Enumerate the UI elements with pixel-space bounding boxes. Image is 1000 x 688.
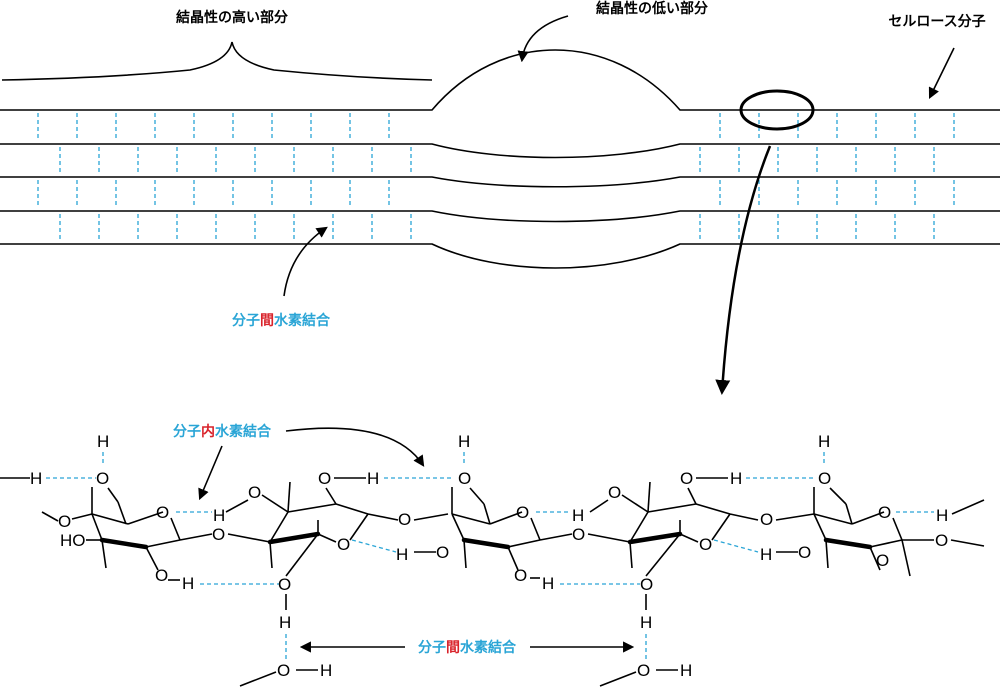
atom-ho-1: HO bbox=[60, 531, 86, 550]
arrow-cellulose-molecule bbox=[928, 47, 955, 100]
atom-h-intra-3: H bbox=[572, 506, 584, 525]
strand-1 bbox=[0, 49, 1000, 111]
atom-o3-5: O bbox=[798, 543, 811, 562]
cellulose-strands bbox=[0, 49, 1000, 269]
label-cellulose-molecule: セルロース分子 bbox=[888, 14, 985, 30]
atom-o-methoxy-5: O bbox=[935, 531, 948, 550]
atom-h-top-5: H bbox=[818, 432, 830, 451]
strand-4 bbox=[0, 210, 1000, 223]
strand-5 bbox=[0, 243, 1000, 269]
atom-o-glyco-4: O bbox=[760, 510, 773, 529]
strand-3 bbox=[0, 176, 1000, 188]
atom-h2-4: H bbox=[730, 469, 742, 488]
arrow-intra-hbond-right bbox=[285, 427, 425, 467]
atom-o3-3: O bbox=[436, 543, 449, 562]
atom-o-ring-1: O bbox=[156, 503, 169, 522]
atom-o3-2: O bbox=[248, 483, 261, 502]
upper-hydrogen-bonds bbox=[37, 113, 955, 241]
atom-o-glyco-3: O bbox=[572, 525, 585, 544]
atom-o-glyco-1: O bbox=[212, 525, 225, 544]
atom-h-intra-5: H bbox=[936, 506, 948, 525]
atom-o2-3: O bbox=[514, 566, 527, 585]
label-intra-hbond: 分子内水素結合 bbox=[173, 423, 272, 440]
atom-h6-4: H bbox=[640, 613, 652, 632]
atom-o-ring-3: O bbox=[516, 503, 529, 522]
arrow-intra-hbond-down bbox=[198, 445, 223, 501]
atom-h-left-end: H bbox=[30, 469, 42, 488]
atom-o6-2: O bbox=[278, 575, 291, 594]
label-high-crystallinity: 結晶性の高い部分 bbox=[176, 9, 288, 26]
atom-o2-4: O bbox=[680, 469, 693, 488]
atom-h3-1: H bbox=[182, 574, 194, 593]
atom-o2-5: O bbox=[876, 551, 889, 570]
atom-h-intra-1: H bbox=[213, 506, 225, 525]
atom-h2-3: H bbox=[542, 574, 554, 593]
label-inter-hbond-lower: 分子間水素結合 bbox=[418, 639, 517, 656]
atom-o3-1: O bbox=[155, 566, 168, 585]
atom-o2-2: O bbox=[318, 469, 331, 488]
highlight-ellipse bbox=[739, 89, 815, 131]
zoom-arrow bbox=[715, 145, 772, 395]
strand-2 bbox=[0, 143, 1000, 159]
atom-h-water-left: H bbox=[320, 661, 332, 680]
crystalline-region-brace bbox=[1, 41, 433, 81]
label-low-crystallinity: 結晶性の低い部分 bbox=[596, 0, 708, 17]
atom-h-top-3: H bbox=[458, 432, 470, 451]
cellulose-chemical-structure: 分子内水素結合 分子間水素結合 H H O O HO O bbox=[0, 423, 985, 687]
atom-o6-3: O bbox=[458, 469, 471, 488]
arrow-inter-hbond-upper bbox=[283, 226, 328, 297]
atom-h6-2: H bbox=[279, 613, 291, 632]
atom-o6-1: O bbox=[96, 469, 109, 488]
atom-o6-5: O bbox=[818, 469, 831, 488]
atom-o-water-right: O bbox=[637, 661, 650, 680]
atom-h-top-1: H bbox=[97, 432, 109, 451]
atom-o-ring-5: O bbox=[878, 503, 891, 522]
arrow-low-crystallinity bbox=[517, 15, 569, 63]
atom-o-ring-2: O bbox=[337, 535, 350, 554]
label-inter-hbond-upper: 分子間水素結合 bbox=[232, 312, 331, 329]
atom-o-ring-4: O bbox=[699, 535, 712, 554]
atom-h-water-right: H bbox=[680, 661, 692, 680]
atom-h2-2: H bbox=[367, 469, 379, 488]
atom-o6-4: O bbox=[640, 575, 653, 594]
atom-o-glyco-2: O bbox=[398, 510, 411, 529]
atom-h-inter-4: H bbox=[760, 545, 772, 564]
atom-o-methoxy-1: O bbox=[58, 512, 71, 531]
atom-o-water-left: O bbox=[277, 661, 290, 680]
atom-o3-4: O bbox=[608, 483, 621, 502]
atom-h-inter-2: H bbox=[396, 545, 408, 564]
